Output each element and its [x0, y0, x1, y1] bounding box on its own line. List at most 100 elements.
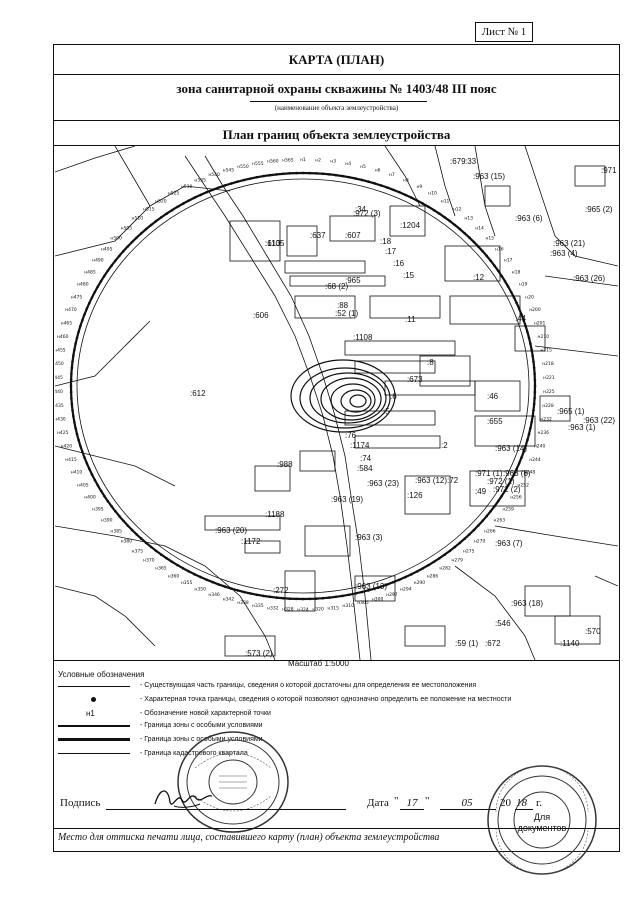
parcel-label: :1140 [560, 639, 580, 648]
boundary-point [427, 205, 430, 209]
point-label: н560 [267, 159, 279, 165]
boundary-point [468, 236, 471, 239]
boundary-point [193, 573, 196, 576]
boundary-point [74, 427, 77, 430]
parcel-label: :46 [487, 392, 499, 401]
point-label: н515 [143, 207, 155, 213]
boundary-point [77, 330, 80, 334]
boundary-point [126, 245, 129, 248]
parcel-label: :988 [277, 460, 293, 469]
parcel-label: :963 (23) [367, 479, 399, 488]
point-label: н490 [92, 258, 104, 264]
boundary-point [281, 596, 285, 600]
legend-text: - Обозначение новой характерной точки [140, 710, 271, 717]
legend-text: - Граница зоны с особыми условиями [140, 736, 263, 743]
boundary-point [512, 473, 516, 476]
point-label: н425 [57, 430, 69, 436]
boundary-point [72, 415, 75, 418]
point-label: н12 [453, 207, 462, 213]
point-label: н338 [237, 600, 249, 606]
boundary-point [522, 318, 525, 322]
sheet-number: Лист № 1 [475, 22, 533, 42]
point-label: н3 [330, 159, 336, 165]
boundary-point [448, 219, 452, 223]
boundary-point [217, 186, 221, 189]
legend-text: - Граница зоны с особыми условиями [140, 722, 263, 729]
boundary-point [160, 216, 163, 219]
boundary-point [526, 330, 529, 334]
boundary-point [275, 173, 278, 176]
boundary-point [70, 396, 73, 400]
point-label: н282 [439, 566, 451, 572]
parcel-label: :963 (14) [495, 444, 527, 453]
boundary-point [522, 450, 525, 454]
parcel-label: :76 [345, 431, 357, 440]
parcel-label: :573 (2) [245, 649, 273, 658]
boundary-point [410, 196, 413, 199]
point-label: н545 [223, 168, 235, 174]
boundary-point [275, 596, 278, 599]
point-label: н455 [55, 348, 66, 354]
boundary-point [71, 409, 74, 412]
boundary-point [379, 585, 383, 588]
boundary-point [126, 524, 129, 527]
boundary-point [443, 553, 447, 556]
boundary-point [533, 384, 537, 388]
footer-divider [53, 828, 620, 829]
boundary-point [529, 427, 532, 430]
parcel-label: :11 [405, 315, 416, 324]
boundary-point [249, 177, 252, 180]
boundary-point [448, 549, 452, 553]
point-label: н201 [534, 320, 546, 326]
parcel-labels: :613:637:607:18:17:16:15:1204:12:965:68 … [190, 157, 618, 658]
boundary-point [367, 180, 370, 183]
parcel-label: :963 (20) [215, 526, 247, 535]
boundary-point [530, 421, 533, 424]
parcel-label: :74 [360, 454, 372, 463]
boundary-point [71, 360, 74, 363]
date-year-suffix: 18 [516, 797, 527, 809]
parcel-label: :12 [473, 273, 485, 282]
point-label: н232 [540, 417, 552, 423]
boundary-point [187, 199, 191, 202]
legend-item-characteristic-point: - Характерная точка границы, сведения о … [58, 694, 618, 706]
point-label: н410 [71, 470, 83, 476]
date-month: 05 [461, 797, 473, 809]
boundary-point [249, 592, 252, 595]
boundary-point [90, 473, 94, 476]
boundary-point [230, 182, 233, 185]
point-label: н495 [101, 246, 113, 252]
boundary-point [301, 171, 305, 175]
date-year-prefix: 20 [500, 797, 511, 809]
plan-title: План границ объекта землеустройства [222, 127, 451, 142]
boundary-point [493, 264, 496, 268]
point-label: н252 [517, 482, 529, 488]
point-label: н332 [267, 605, 279, 611]
point-label: н365 [155, 566, 167, 572]
boundary-point [308, 171, 311, 175]
boundary-point [242, 178, 246, 182]
point-label: н18 [512, 270, 521, 276]
boundary-point [398, 190, 401, 194]
boundary-point [199, 193, 202, 197]
point-label: н17 [504, 258, 513, 264]
boundary-point [110, 264, 113, 268]
parcel-label: :33 [465, 157, 477, 166]
legend-title: Условные обозначения [58, 670, 145, 679]
boundary-point [262, 594, 265, 598]
boundary-point [130, 240, 134, 244]
boundary-point [301, 597, 305, 601]
point-label: н228 [542, 403, 554, 409]
boundary-point [211, 580, 214, 584]
point-label: н294 [400, 586, 412, 592]
boundary-point [223, 184, 227, 187]
medium-line-symbol [58, 748, 130, 760]
point-label: н16 [495, 246, 504, 252]
point-label: н5 [360, 164, 366, 170]
boundary-point [427, 563, 430, 567]
boundary-point [463, 232, 467, 235]
date-year-end: г. [536, 797, 543, 809]
point-label: н290 [414, 580, 426, 586]
thick-line-symbol [58, 720, 130, 732]
boundary-point [404, 193, 407, 197]
